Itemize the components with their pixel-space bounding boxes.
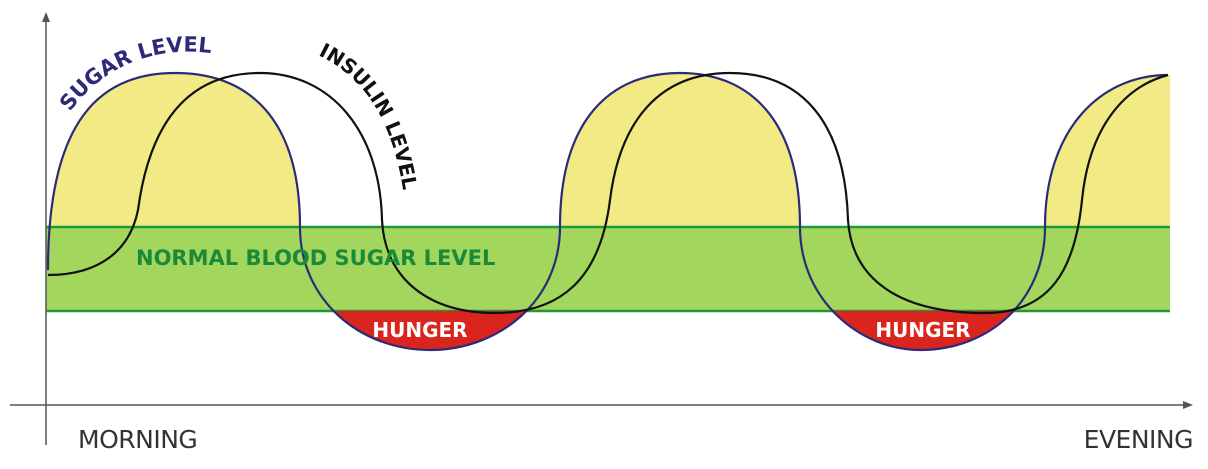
y-axis-arrow-icon (42, 12, 50, 22)
normal-blood-sugar-band (46, 227, 1170, 311)
sugar-level-curve (46, 71, 1169, 352)
high-sugar-area (48, 73, 1170, 227)
hunger-label: HUNGER (372, 318, 467, 342)
x-axis-arrow-icon (1183, 401, 1193, 409)
x-axis-end-label: EVENING (1084, 425, 1193, 454)
hunger-label: HUNGER (875, 318, 970, 342)
normal-band-label: NORMAL BLOOD SUGAR LEVEL (136, 246, 495, 270)
x-axis-start-label: MORNING (78, 425, 197, 454)
insulin-level-curve (47, 71, 1169, 315)
insulin-level-label: INSULIN LEVEL (316, 38, 422, 192)
